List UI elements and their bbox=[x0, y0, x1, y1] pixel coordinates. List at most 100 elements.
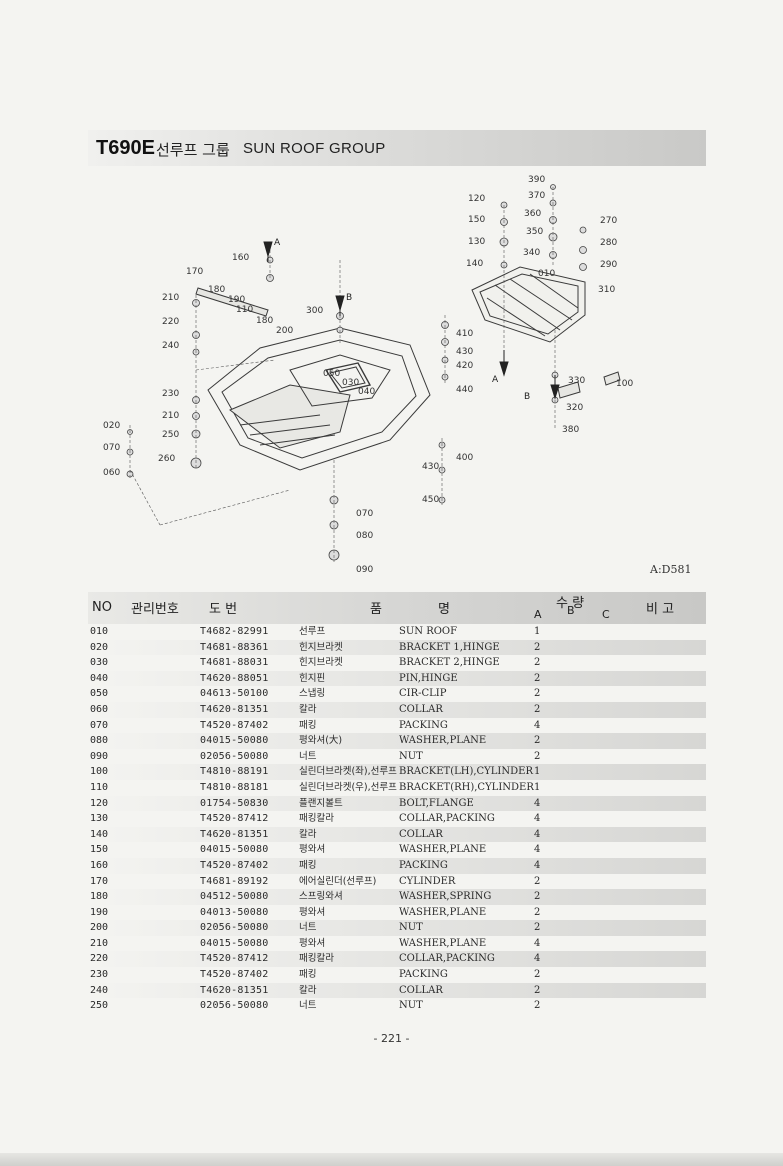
callout-label: 370 bbox=[528, 191, 545, 201]
row-part-number: T4520-87402 bbox=[200, 969, 269, 981]
callout-label: 250 bbox=[162, 430, 179, 440]
header-quantity: 수 량 bbox=[556, 596, 585, 611]
row-name-english: COLLAR,PACKING bbox=[399, 813, 495, 825]
row-name-korean: 너트 bbox=[299, 750, 317, 762]
callout-label: 350 bbox=[526, 227, 543, 237]
callout-label: 330 bbox=[568, 376, 585, 386]
row-name-english: WASHER,SPRING bbox=[399, 891, 492, 903]
callout-label: 020 bbox=[103, 421, 120, 431]
row-name-english: NUT bbox=[399, 1000, 423, 1012]
row-name-korean: 에어실린더(선루프) bbox=[299, 875, 377, 887]
row-name-korean: 패킹 bbox=[299, 859, 317, 871]
row-number: 200 bbox=[90, 922, 109, 934]
row-name-korean: 실린더브라켓(좌),선루프 bbox=[299, 766, 397, 778]
parts-table-header: NO 관리번호 도 번 품 명 수 량 A B C 비 고 bbox=[88, 592, 706, 624]
callout-label: 190 bbox=[228, 295, 245, 305]
header-remarks: 비 고 bbox=[646, 602, 675, 617]
callout-label: 100 bbox=[616, 379, 633, 389]
row-number: 030 bbox=[90, 657, 109, 669]
row-part-number: T4520-87412 bbox=[200, 813, 269, 825]
header-part-name-a: 품 bbox=[370, 602, 382, 617]
direction-arrows bbox=[263, 241, 560, 400]
row-number: 250 bbox=[90, 1000, 109, 1012]
row-quantity-a: 1 bbox=[534, 766, 541, 778]
row-name-korean: 칼라 bbox=[299, 828, 317, 840]
callout-label: 340 bbox=[523, 248, 540, 258]
callout-label: 070 bbox=[356, 509, 373, 519]
row-name-korean: 너트 bbox=[299, 922, 317, 934]
callout-labels: 3903703603503402702802903100101201501301… bbox=[103, 175, 633, 575]
row-name-korean: 칼라 bbox=[299, 984, 317, 996]
row-number: 210 bbox=[90, 937, 109, 949]
callout-label: 030 bbox=[342, 378, 359, 388]
row-number: 020 bbox=[90, 641, 109, 653]
row-name-korean: 패킹 bbox=[299, 969, 317, 981]
row-part-number: 04613-50100 bbox=[200, 688, 269, 700]
row-part-number: T4681-89192 bbox=[200, 875, 269, 887]
row-part-number: T4620-81351 bbox=[200, 828, 269, 840]
row-name-english: COLLAR bbox=[399, 828, 443, 840]
row-part-number: T4810-88191 bbox=[200, 766, 269, 778]
row-name-english: CYLINDER bbox=[399, 875, 456, 887]
row-quantity-a: 1 bbox=[534, 781, 541, 793]
row-name-korean: 선루프 bbox=[299, 626, 326, 637]
row-quantity-a: 4 bbox=[534, 859, 541, 871]
row-number: 010 bbox=[90, 626, 109, 637]
row-name-korean: 힌지핀 bbox=[299, 672, 326, 684]
section-title-english: SUN ROOF GROUP bbox=[243, 140, 386, 157]
callout-label: 360 bbox=[524, 209, 541, 219]
row-name-english: BRACKET 2,HINGE bbox=[399, 657, 500, 669]
row-number: 060 bbox=[90, 703, 109, 715]
callout-label: 230 bbox=[162, 389, 179, 399]
callout-label: 440 bbox=[456, 385, 473, 395]
row-name-english: BOLT,FLANGE bbox=[399, 797, 474, 809]
bottom-scan-band bbox=[0, 1153, 783, 1166]
direction-letter: A bbox=[492, 375, 499, 385]
row-quantity-a: 2 bbox=[534, 735, 541, 747]
row-number: 130 bbox=[90, 813, 109, 825]
row-name-korean: 스프링와셔 bbox=[299, 891, 343, 903]
row-name-english: NUT bbox=[399, 750, 423, 762]
row-part-number: 01754-50830 bbox=[200, 797, 269, 809]
row-part-number: T4681-88031 bbox=[200, 657, 269, 669]
header-quantity-a: A bbox=[534, 608, 542, 621]
row-number: 090 bbox=[90, 750, 109, 762]
row-number: 070 bbox=[90, 719, 109, 731]
callout-label: 090 bbox=[356, 565, 373, 575]
row-quantity-a: 2 bbox=[534, 657, 541, 669]
header-quantity-c: C bbox=[602, 608, 610, 621]
row-quantity-a: 4 bbox=[534, 937, 541, 949]
callout-label: 070 bbox=[103, 443, 120, 453]
callout-label: 220 bbox=[162, 317, 179, 327]
row-quantity-a: 4 bbox=[534, 719, 541, 731]
section-title-bar: T690E 선루프 그룹 SUN ROOF GROUP bbox=[88, 130, 706, 166]
callout-label: 180 bbox=[256, 316, 273, 326]
row-number: 120 bbox=[90, 797, 109, 809]
row-name-english: PIN,HINGE bbox=[399, 672, 458, 684]
row-quantity-a: 4 bbox=[534, 828, 541, 840]
header-no: NO bbox=[92, 600, 112, 615]
callout-label: 290 bbox=[600, 260, 617, 270]
direction-letter: B bbox=[524, 392, 530, 402]
row-quantity-a: 2 bbox=[534, 641, 541, 653]
row-name-english: WASHER,PLANE bbox=[399, 844, 487, 856]
row-quantity-a: 2 bbox=[534, 891, 541, 903]
sun-roof-frame-drawing bbox=[207, 327, 431, 471]
row-name-korean: 패킹칼라 bbox=[299, 813, 334, 825]
callout-label: 050 bbox=[323, 369, 340, 379]
row-part-number: T4620-81351 bbox=[200, 703, 269, 715]
row-name-english: CIR-CLIP bbox=[399, 688, 447, 700]
row-quantity-a: 1 bbox=[534, 626, 541, 637]
row-name-korean: 플랜지볼트 bbox=[299, 797, 343, 809]
